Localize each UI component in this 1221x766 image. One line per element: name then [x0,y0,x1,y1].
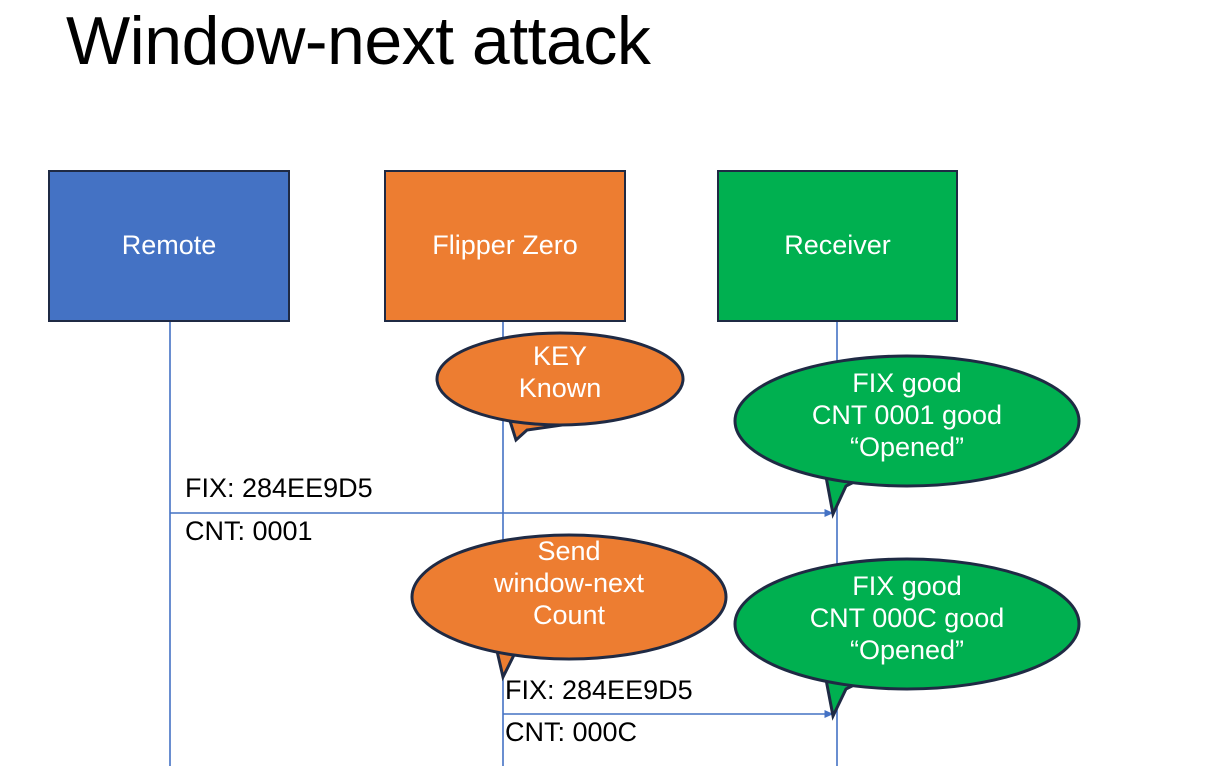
message-label-fix-1: FIX: 284EE9D5 [185,473,373,503]
actor-label-remote: Remote [121,230,217,261]
actor-box-flipper-zero[interactable]: Flipper Zero [384,170,626,322]
callout-receiver-ack-2 [733,557,1081,721]
callout-key-known [435,331,685,443]
message-label-cnt-2: CNT: 000C [505,717,638,747]
callout-receiver-ack-1 [733,354,1081,519]
message-label-cnt-1: CNT: 0001 [185,516,313,546]
actor-label-flipper-zero: Flipper Zero [432,230,578,261]
page-title: Window-next attack [66,3,651,79]
actor-box-remote[interactable]: Remote [48,170,290,322]
actor-box-receiver[interactable]: Receiver [717,170,958,322]
message-label-fix-2: FIX: 284EE9D5 [505,675,693,705]
callout-send-window-next [410,533,728,682]
actor-label-receiver: Receiver [784,230,891,261]
